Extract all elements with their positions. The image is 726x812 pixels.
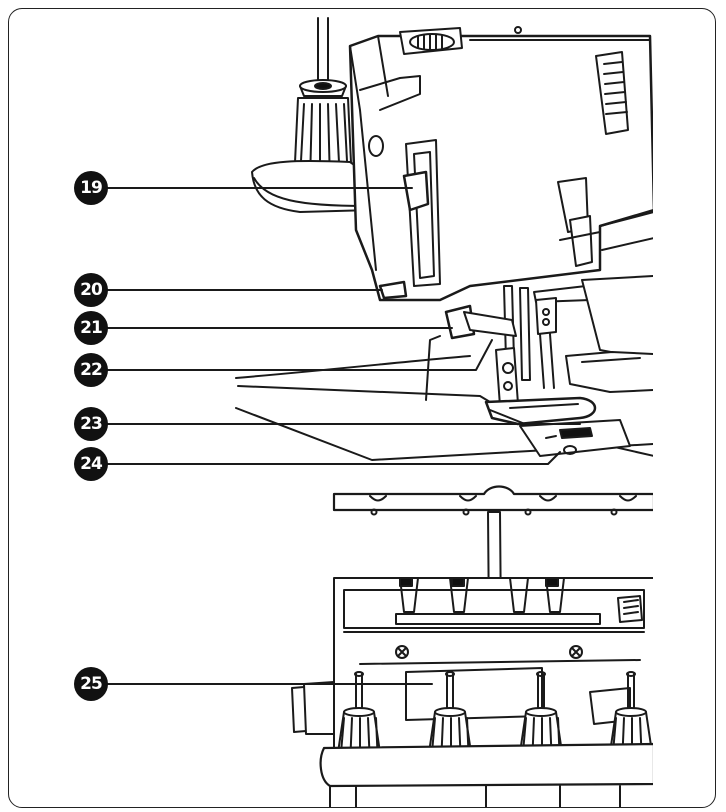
callout-20: 20 [74,273,108,307]
machine-body [348,26,653,302]
callout-25: 25 [74,667,108,701]
thread-guide-bar [332,485,653,516]
callout-22: 22 [74,353,108,387]
callout-19: 19 [74,171,108,205]
callout-24: 24 [74,447,108,481]
callout-23: 23 [74,407,108,441]
work-surface [235,335,653,461]
leader-lines [99,187,581,685]
needle-area [444,275,653,426]
telescopic-rod [317,17,329,83]
callout-21: 21 [74,311,108,345]
